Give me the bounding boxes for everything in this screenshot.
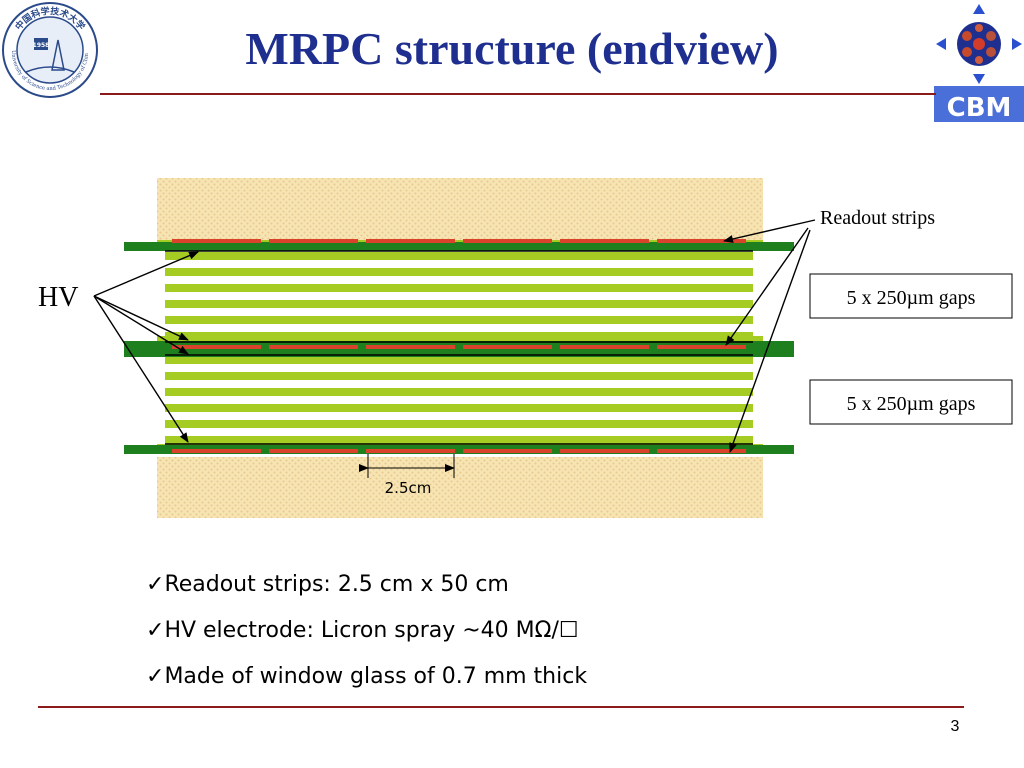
readout-strip	[269, 449, 358, 453]
checkmark-icon: ✓	[146, 572, 165, 597]
readout-arrow-top	[723, 219, 816, 243]
readout-strip	[560, 345, 649, 349]
bullet-window-glass: ✓Made of window glass of 0.7 mm thick	[146, 660, 587, 706]
logo-year: 1958	[33, 42, 50, 49]
readout-strip	[172, 345, 261, 349]
strip-width-label: 2.5cm	[385, 479, 432, 497]
glass-plate	[165, 388, 753, 396]
checkmark-icon: ✓	[146, 618, 165, 643]
readout-arrow-bottom	[729, 229, 811, 453]
readout-strip	[269, 239, 358, 243]
bullet-text: HV electrode: Licron spray ~40 MΩ/☐	[164, 618, 579, 643]
bullet-text: Readout strips: 2.5 cm x 50 cm	[164, 572, 509, 597]
readout-strip	[463, 449, 552, 453]
hv-arrow-top	[93, 251, 199, 297]
gap-label-top: 5 x 250µm gaps	[847, 287, 976, 309]
glass-plate	[165, 372, 753, 380]
readout-strip	[657, 345, 746, 349]
glass-plate	[165, 356, 753, 364]
bullet-list: ✓Readout strips: 2.5 cm x 50 cm ✓HV elec…	[146, 568, 587, 706]
hv-arrow-middle	[93, 295, 189, 341]
readout-strip	[366, 449, 455, 453]
electrode-top	[124, 242, 794, 251]
glass-plate	[165, 420, 753, 428]
readout-strip	[560, 239, 649, 243]
page-number: 3	[950, 718, 960, 735]
readout-strip	[172, 239, 261, 243]
pcb-board-top	[157, 178, 763, 240]
glass-plate	[165, 436, 753, 444]
readout-strips-label: Readout strips	[820, 207, 935, 229]
slide-title: MRPC structure (endview)	[245, 23, 779, 74]
readout-strip	[657, 449, 746, 453]
bullet-hv-electrode: ✓HV electrode: Licron spray ~40 MΩ/☐	[146, 614, 587, 660]
hv-arrow-middle-lower	[93, 295, 189, 355]
checkmark-icon: ✓	[146, 664, 165, 689]
readout-arrow-middle	[725, 227, 809, 346]
cbm-logo-text: CBM	[947, 93, 1012, 122]
glass-plate	[165, 252, 753, 260]
gap-box-bottom	[809, 379, 1013, 425]
university-logo: 中国科学技术大学 University of Science and Techn…	[0, 0, 100, 100]
glass-plate	[165, 300, 753, 308]
readout-strip	[657, 239, 746, 243]
outer-glass-plate	[157, 336, 763, 344]
electrode-bottom	[124, 445, 794, 454]
footer-divider	[38, 706, 964, 708]
hv-arrow-bottom	[93, 295, 189, 443]
readout-strip-plane	[172, 239, 746, 453]
readout-strip	[366, 239, 455, 243]
bullet-readout-strips: ✓Readout strips: 2.5 cm x 50 cm	[146, 568, 587, 614]
glass-plate	[165, 404, 753, 412]
glass-plate	[165, 284, 753, 292]
readout-strip	[463, 239, 552, 243]
cbm-logo: CBM	[934, 4, 1024, 123]
readout-strip	[366, 345, 455, 349]
gap-box-top	[809, 273, 1013, 319]
hv-label: HV	[38, 282, 78, 313]
readout-strip	[560, 449, 649, 453]
readout-strip	[463, 345, 552, 349]
title-divider	[100, 93, 936, 95]
bullet-text: Made of window glass of 0.7 mm thick	[164, 664, 588, 689]
readout-strip	[172, 449, 261, 453]
gap-label-bottom: 5 x 250µm gaps	[847, 393, 976, 415]
pcb-board-bottom	[157, 457, 763, 518]
readout-strip	[269, 345, 358, 349]
glass-plate	[165, 316, 753, 324]
glass-plate	[165, 268, 753, 276]
